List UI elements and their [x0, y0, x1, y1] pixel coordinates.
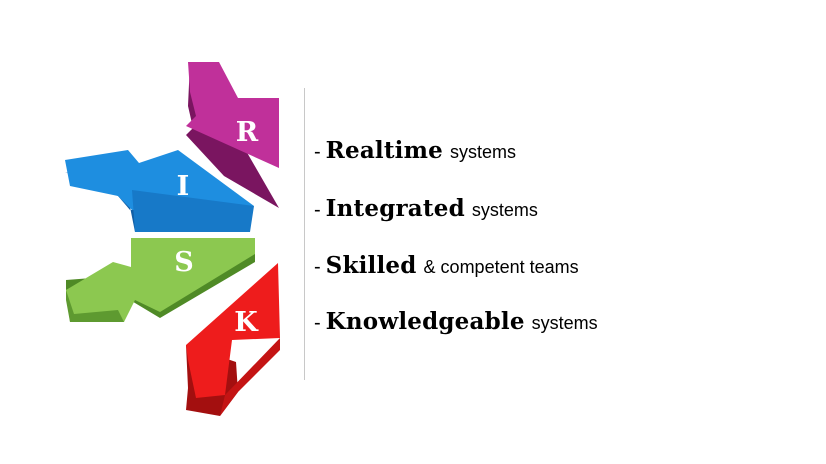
list-item-knowledgeable: - Knowledgeable systems: [314, 308, 598, 335]
dash: -: [314, 256, 321, 278]
dash: -: [314, 199, 321, 221]
list-item-integrated: - Integrated systems: [314, 195, 538, 222]
keyword-integrated: Integrated: [325, 195, 465, 222]
list-item-skilled: - Skilled & competent teams: [314, 252, 579, 279]
item-description: systems: [471, 200, 538, 220]
vertical-divider: [304, 88, 305, 380]
letter-r: R: [236, 117, 259, 148]
risk-arrows-graphic: R I S K: [65, 62, 280, 416]
letter-i: I: [177, 171, 190, 202]
dash: -: [314, 141, 321, 163]
list-item-realtime: - Realtime systems: [314, 137, 516, 164]
blue-arrow-i: I: [65, 150, 254, 232]
keyword-realtime: Realtime: [325, 137, 443, 164]
item-description: systems: [450, 142, 517, 162]
letter-s: S: [174, 247, 194, 278]
keyword-knowledgeable: Knowledgeable: [325, 308, 525, 335]
green-arrow-s: S: [66, 238, 255, 322]
dash: -: [314, 312, 321, 334]
red-arrow-k: K: [186, 263, 280, 416]
item-description: & competent teams: [423, 257, 579, 277]
letter-k: K: [234, 307, 259, 338]
magenta-arrow-r: R: [186, 62, 279, 208]
keyword-skilled: Skilled: [325, 252, 417, 279]
item-description: systems: [531, 313, 598, 333]
